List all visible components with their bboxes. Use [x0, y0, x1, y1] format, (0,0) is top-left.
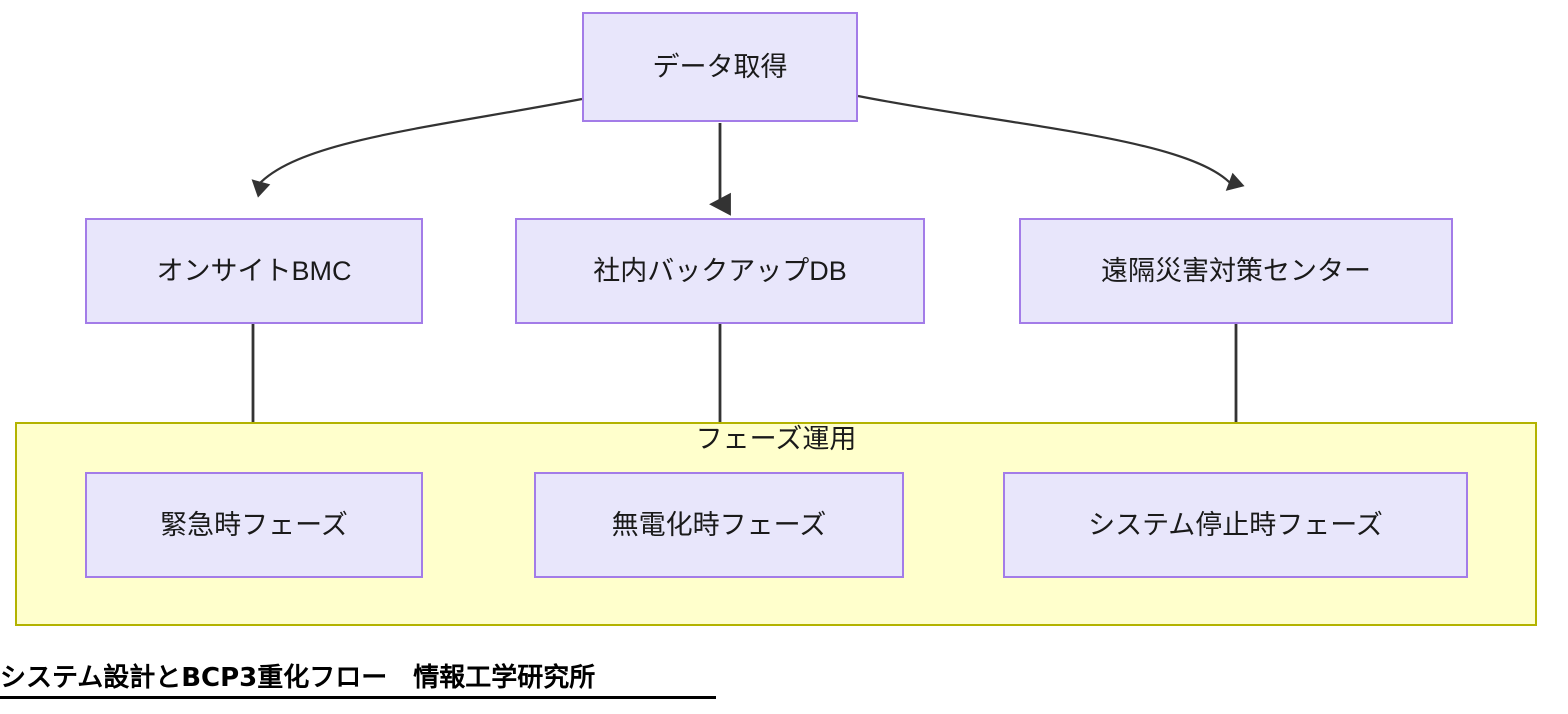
group-phase-operation-label: フェーズ運用: [695, 424, 857, 454]
node-data-acquisition[interactable]: データ取得: [582, 12, 858, 122]
node-emergency-phase[interactable]: 緊急時フェーズ: [85, 472, 423, 578]
node-internal-backup-db[interactable]: 社内バックアップDB: [515, 218, 925, 324]
edge-data-acquisition-to-remote-dr-center: [857, 94, 1245, 191]
node-onsite-bmc[interactable]: オンサイトBMC: [85, 218, 423, 324]
edge-data-acquisition-to-onsite-bmc: [251, 97, 583, 198]
node-power-outage-phase[interactable]: 無電化時フェーズ: [534, 472, 904, 578]
node-remote-dr-center[interactable]: 遠隔災害対策センター: [1019, 218, 1453, 324]
node-system-halt-phase[interactable]: システム停止時フェーズ: [1003, 472, 1468, 578]
diagram-caption: システム設計とBCP3重化フロー 情報工学研究所: [0, 661, 716, 699]
